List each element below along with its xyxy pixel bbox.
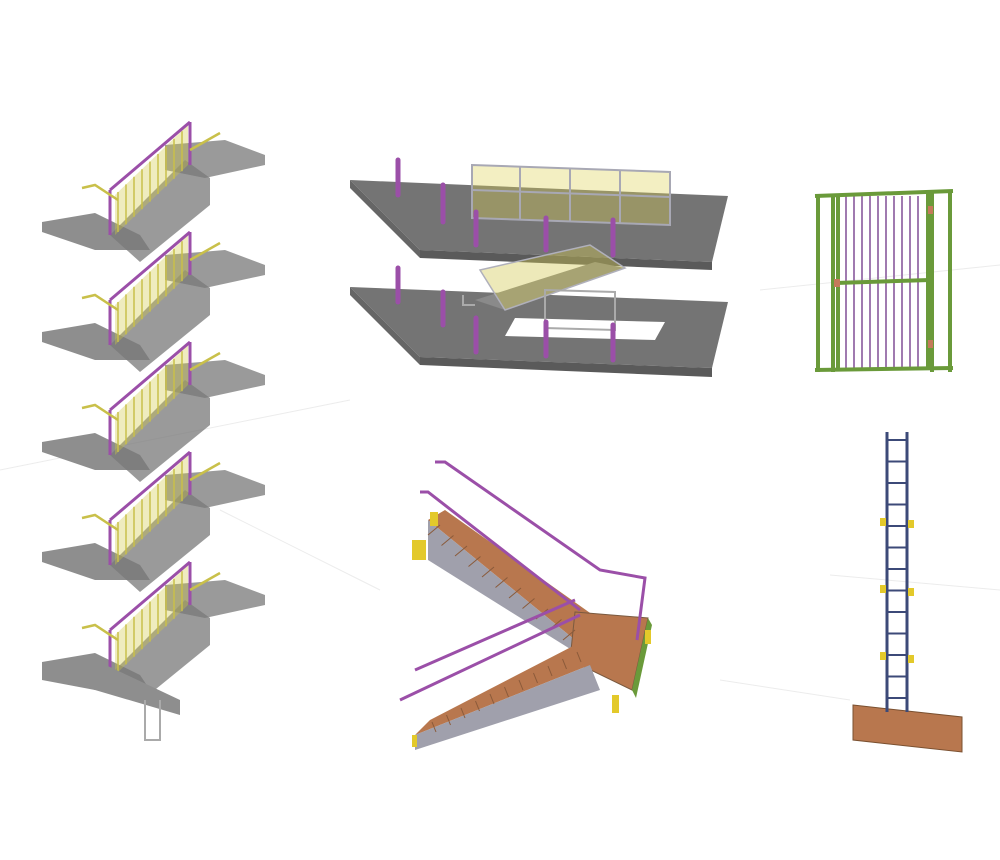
tread-edge <box>468 556 481 567</box>
upper-guardrail <box>471 163 671 227</box>
tread-edge <box>460 707 466 719</box>
tread-edge <box>454 545 468 557</box>
wall-handrail <box>81 293 119 312</box>
ladder-stiles <box>885 432 909 712</box>
tread-edge <box>441 535 454 546</box>
tread-edge <box>431 721 437 733</box>
gate-model[interactable] <box>814 189 954 372</box>
lower-slab <box>350 287 728 377</box>
tread-edge <box>481 566 495 578</box>
tread-edge <box>504 686 509 698</box>
tower-level <box>42 230 265 372</box>
handrail <box>109 340 191 412</box>
handrails <box>399 460 647 702</box>
stair-flight <box>110 380 210 482</box>
stair-flight <box>110 490 210 592</box>
wall-handrail <box>81 513 119 532</box>
ladder-model[interactable] <box>852 432 963 753</box>
wall-handrail <box>189 461 221 482</box>
tread-edge <box>446 714 451 726</box>
tread-edge <box>518 679 524 691</box>
wall-handrail <box>189 351 221 372</box>
tread-edge <box>562 629 576 641</box>
gate-hinges <box>834 206 933 348</box>
handrail <box>109 120 191 192</box>
stair-tower-model[interactable] <box>42 120 265 741</box>
handrail <box>109 230 191 302</box>
purple-bollards <box>395 157 616 363</box>
tread-edge <box>495 577 508 588</box>
tower-level <box>42 450 265 592</box>
wall-handrail <box>189 131 221 152</box>
wall-handrail <box>81 183 119 202</box>
tread-edge <box>475 700 480 712</box>
tread-edge <box>522 598 535 609</box>
stair-flight <box>110 160 210 262</box>
ladder-rungs <box>887 439 907 699</box>
stair-flight <box>110 600 210 702</box>
tread-edge <box>427 524 441 536</box>
yellow-brackets <box>412 512 651 747</box>
tread-edge <box>562 658 567 670</box>
slab-stair-flight <box>462 244 627 332</box>
handrail <box>109 450 191 522</box>
wall-handrail <box>189 571 221 592</box>
slab-stair-model[interactable] <box>350 157 728 377</box>
dogleg-stair-model[interactable] <box>399 460 652 750</box>
wall-handrail <box>81 623 119 642</box>
lower-flight <box>415 645 600 750</box>
tower-level <box>42 340 265 482</box>
stair-flight <box>110 270 210 372</box>
tread-edge <box>489 693 495 705</box>
ladder-brackets <box>880 518 914 663</box>
wall-handrail <box>81 403 119 422</box>
tread-edge <box>533 672 538 684</box>
tread-edge <box>547 665 553 677</box>
tread-edge <box>576 651 582 663</box>
support-frame <box>144 700 161 741</box>
tower-level <box>42 120 265 262</box>
wall-handrail <box>189 241 221 262</box>
handrail <box>109 560 191 632</box>
tread-edge <box>508 587 522 599</box>
